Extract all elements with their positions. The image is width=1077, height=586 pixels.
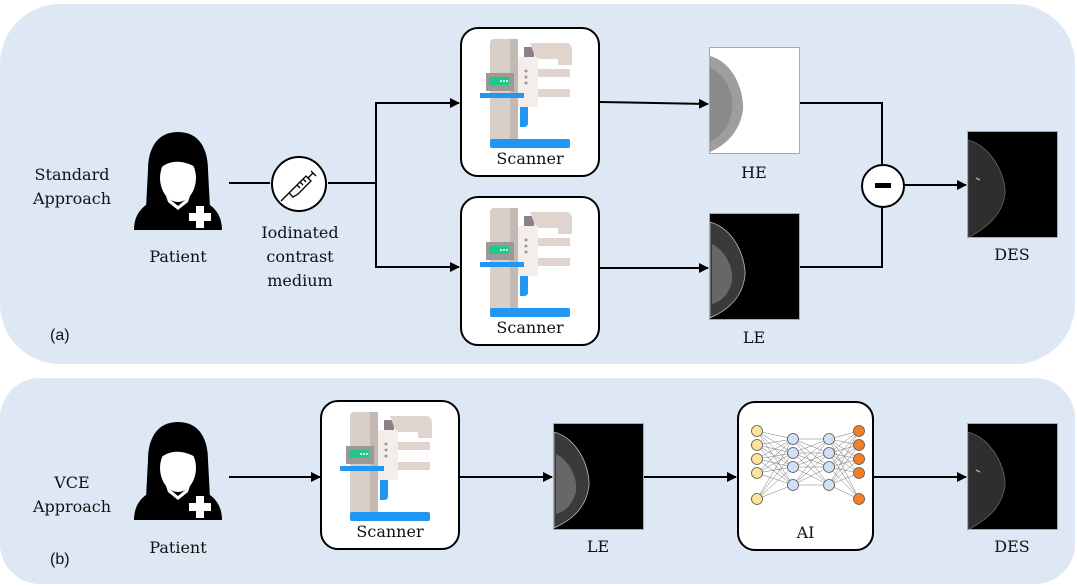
scanner-box-b: Scanner bbox=[320, 400, 460, 550]
nn-edge bbox=[756, 444, 794, 486]
nn-node-layer-2 bbox=[823, 447, 835, 459]
nn-node-layer-1 bbox=[787, 479, 799, 491]
contrast-line-3: medium bbox=[267, 271, 333, 290]
standard-approach-label: Standard Approach bbox=[22, 163, 122, 211]
nn-edge bbox=[792, 438, 830, 468]
des-label-b: DES bbox=[994, 537, 1030, 556]
nn-edge bbox=[756, 452, 794, 474]
nn-node-layer-2 bbox=[823, 461, 835, 473]
breast-des-silhouette bbox=[968, 431, 1006, 529]
nn-edge bbox=[828, 444, 860, 468]
edge-scanner-he bbox=[599, 98, 709, 109]
nn-node-layer-3 bbox=[853, 439, 865, 451]
contrast-line-1: Iodinated bbox=[261, 223, 339, 242]
nn-node-layer-1 bbox=[787, 447, 799, 459]
edge-branch-bottom-scanner bbox=[375, 183, 460, 272]
nn-edge bbox=[756, 430, 794, 486]
nn-node-layer-0 bbox=[751, 453, 763, 465]
he-label: HE bbox=[741, 163, 767, 182]
nn-node-layer-2 bbox=[823, 479, 835, 491]
contrast-medium-label: Iodinated contrast medium bbox=[240, 221, 360, 293]
scanner-box-bottom: Scanner bbox=[460, 196, 600, 346]
ai-box: AI bbox=[737, 401, 874, 551]
nn-edge bbox=[828, 458, 860, 486]
breast-le-silhouette bbox=[710, 221, 746, 319]
nn-edge bbox=[828, 430, 860, 454]
nn-edge bbox=[828, 444, 860, 486]
nn-node-layer-0 bbox=[751, 467, 763, 479]
nn-node-layer-3 bbox=[853, 493, 865, 505]
nn-node-layer-0 bbox=[751, 439, 763, 451]
contrast-line-2: contrast bbox=[266, 247, 334, 266]
scanner-label: Scanner bbox=[496, 149, 564, 168]
nn-node-layer-2 bbox=[823, 433, 835, 445]
nn-edge bbox=[756, 458, 794, 486]
panel-b-tag: (b) bbox=[50, 551, 70, 568]
female-patient-icon bbox=[134, 132, 222, 230]
le-label-b: LE bbox=[586, 537, 610, 556]
nn-edge bbox=[756, 438, 794, 460]
nn-node-layer-0 bbox=[751, 493, 763, 505]
nn-edge bbox=[756, 438, 794, 446]
nn-edge bbox=[792, 466, 830, 486]
nn-node-layer-1 bbox=[787, 461, 799, 473]
female-patient-icon bbox=[134, 422, 222, 520]
nn-edge bbox=[756, 472, 794, 486]
des-image-b bbox=[967, 423, 1058, 530]
nn-node-layer-3 bbox=[853, 467, 865, 479]
des-label-a: DES bbox=[994, 245, 1030, 264]
ai-label: AI bbox=[796, 523, 815, 542]
approach-line-1: VCE bbox=[54, 473, 90, 492]
scanner-box-top: Scanner bbox=[460, 27, 600, 177]
patient-label-b: Patient bbox=[149, 538, 207, 557]
syringe-icon bbox=[271, 156, 327, 212]
nn-edge bbox=[792, 438, 830, 454]
he-image bbox=[709, 47, 800, 154]
edge-branch-top-scanner bbox=[375, 98, 460, 183]
scanner-label: Scanner bbox=[356, 522, 424, 541]
nn-edge bbox=[756, 466, 794, 500]
panel-a-tag: (a) bbox=[50, 327, 70, 344]
nn-node-layer-3 bbox=[853, 425, 865, 437]
breast-he-silhouette bbox=[710, 56, 744, 152]
le-image-a bbox=[709, 213, 800, 320]
patient-label-a: Patient bbox=[149, 247, 207, 266]
nn-edge bbox=[756, 438, 794, 474]
nn-edge bbox=[828, 438, 860, 500]
minus-circle-icon bbox=[861, 164, 905, 208]
nn-edge bbox=[792, 452, 830, 486]
nn-edge bbox=[828, 430, 860, 468]
nn-edge bbox=[828, 466, 860, 500]
nn-edge bbox=[756, 452, 794, 500]
nn-node-layer-3 bbox=[853, 453, 865, 465]
nn-edge bbox=[756, 430, 794, 440]
nn-node-layer-0 bbox=[751, 425, 763, 437]
nn-edge bbox=[792, 452, 830, 468]
nn-edge bbox=[756, 466, 794, 474]
nn-edge bbox=[756, 484, 794, 500]
nn-edge bbox=[828, 430, 860, 486]
approach-line-2: Approach bbox=[32, 189, 112, 208]
nn-edge bbox=[792, 438, 830, 486]
nn-node-layer-1 bbox=[787, 433, 799, 445]
edge-le-subtract bbox=[800, 206, 883, 268]
edge-he-subtract bbox=[800, 102, 883, 164]
approach-line-2: Approach bbox=[32, 497, 112, 516]
nn-edge bbox=[756, 438, 794, 500]
neural-network-icon bbox=[751, 425, 865, 505]
le-image-b bbox=[553, 423, 644, 530]
approach-line-1: Standard bbox=[34, 165, 110, 184]
breast-des-silhouette bbox=[968, 139, 1006, 237]
le-label-a: LE bbox=[742, 328, 766, 347]
scanner-label: Scanner bbox=[496, 318, 564, 337]
breast-le-silhouette bbox=[554, 431, 590, 529]
vce-approach-label: VCE Approach bbox=[22, 471, 122, 519]
des-image-a bbox=[967, 131, 1058, 238]
